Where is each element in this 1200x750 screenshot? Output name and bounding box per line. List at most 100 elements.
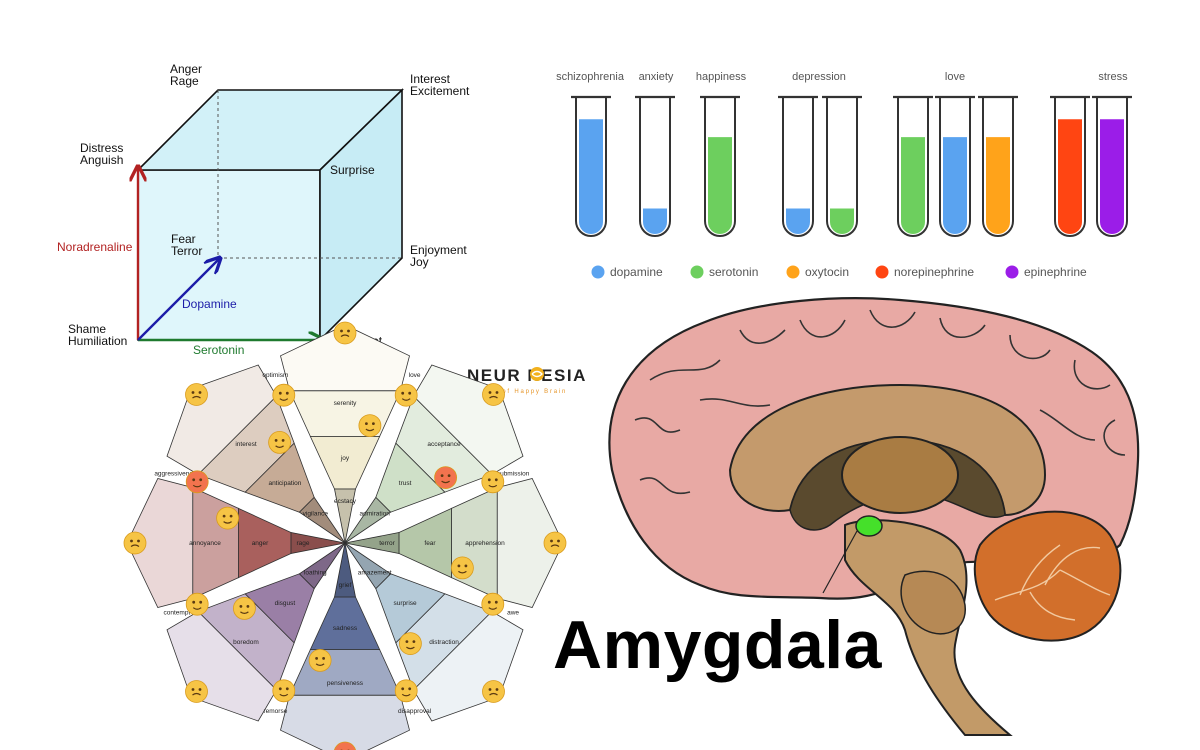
wheel-label: fear bbox=[424, 540, 436, 547]
wheel-core-shade bbox=[334, 543, 356, 597]
test-tube-dopamine bbox=[935, 95, 975, 237]
emoji-face-icon bbox=[450, 556, 474, 580]
wheel-label: vigilance bbox=[303, 510, 329, 517]
test-tube-serotonin bbox=[822, 95, 862, 237]
wheel-label: optimism bbox=[262, 372, 288, 379]
wheel-petal-core bbox=[298, 496, 346, 544]
legend-swatch bbox=[875, 265, 889, 279]
wheel-core-shade bbox=[299, 497, 345, 543]
test-tube-oxytocin bbox=[978, 95, 1018, 237]
wheel-label: annoyance bbox=[189, 540, 221, 547]
wheel-label: aggressiveness bbox=[154, 470, 200, 477]
emoji-face-icon bbox=[185, 470, 209, 494]
dopamine-axis bbox=[137, 259, 219, 341]
tube-outline bbox=[639, 97, 671, 237]
wheel-label: rage bbox=[296, 540, 309, 547]
wheel-core-shade bbox=[299, 543, 345, 589]
wheel-label: amazement bbox=[358, 570, 392, 577]
brain-illustration bbox=[608, 297, 1140, 736]
emoji-face-icon bbox=[394, 383, 418, 407]
tube-fill bbox=[708, 137, 732, 234]
wheel-label: remorse bbox=[263, 708, 287, 715]
thalamus bbox=[841, 436, 959, 514]
wheel-label: ecstacy bbox=[334, 498, 357, 505]
logo-brain-icon bbox=[530, 367, 544, 381]
emoji-face-icon bbox=[481, 470, 505, 494]
tube-fill bbox=[786, 208, 810, 234]
serotonin-label: Serotonin bbox=[193, 343, 244, 357]
cerebellum bbox=[973, 510, 1122, 642]
tube-outline bbox=[1054, 97, 1086, 237]
amygdala-pointer-line bbox=[822, 530, 858, 594]
emoji-face-icon bbox=[308, 649, 332, 672]
wheel-petal-inner bbox=[309, 436, 381, 490]
wheel-petal-middle bbox=[288, 649, 402, 696]
emoji-face-icon bbox=[481, 592, 505, 616]
test-tube-serotonin bbox=[893, 95, 933, 237]
wheel-label: interest bbox=[235, 441, 257, 448]
gyri bbox=[634, 309, 1126, 495]
cube-face-right bbox=[319, 88, 403, 342]
neurotransmitter-tubes-chart: schizophrenia anxiety happiness depression l… bbox=[556, 71, 1132, 237]
tube-outline bbox=[575, 97, 607, 237]
condition-label: love bbox=[945, 71, 965, 83]
condition-label: schizophrenia bbox=[556, 71, 625, 83]
amygdala-label: Amygdala bbox=[553, 607, 882, 683]
legend-swatch bbox=[1005, 265, 1019, 279]
legend-label: oxytocin bbox=[805, 265, 849, 279]
legend-swatch bbox=[786, 265, 800, 279]
wheel-label: serenity bbox=[334, 400, 358, 407]
cerebellum-arbor bbox=[994, 544, 1111, 621]
wheel-label: submission bbox=[497, 470, 530, 477]
corner-label: Surprise bbox=[330, 163, 375, 177]
wheel-core-shade bbox=[291, 532, 345, 554]
wheel-petal-core bbox=[344, 532, 400, 554]
neuronesia-logo: NEUR NESIA Center of Happy Brain bbox=[467, 366, 587, 395]
wheel-label: disgust bbox=[275, 600, 296, 607]
tube-outline bbox=[782, 97, 814, 237]
emoji-face-icon bbox=[394, 679, 418, 703]
wheel-label: joy bbox=[340, 455, 350, 462]
pons bbox=[900, 570, 966, 635]
wheel-petal-core bbox=[334, 542, 356, 598]
condition-label: happiness bbox=[696, 71, 747, 83]
condition-label: depression bbox=[792, 71, 846, 83]
wheel-label: pensiveness bbox=[327, 680, 364, 687]
tube-fill bbox=[986, 137, 1010, 234]
tube-fill bbox=[901, 137, 925, 234]
emoji-face-icon bbox=[185, 680, 208, 703]
wheel-label: grief bbox=[339, 582, 352, 589]
legend-swatch bbox=[591, 265, 605, 279]
tube-fill bbox=[943, 137, 967, 234]
cube-face-front bbox=[137, 169, 321, 341]
logo-text: NEUR NESIA bbox=[467, 366, 587, 385]
condition-label: anxiety bbox=[639, 71, 674, 83]
wheel-label: anticipation bbox=[268, 480, 301, 487]
noradrenaline-label: Noradrenaline bbox=[57, 240, 133, 254]
emoji-face-icon bbox=[434, 466, 458, 490]
wheel-petal-middle bbox=[288, 390, 402, 437]
tube-outline bbox=[982, 97, 1014, 237]
test-tube-dopamine bbox=[635, 95, 675, 237]
emoji-face-icon bbox=[272, 679, 296, 703]
legend-label: dopamine bbox=[610, 265, 663, 279]
wheel-petal-core bbox=[344, 496, 392, 544]
wheel-label: boredom bbox=[233, 639, 259, 646]
condition-label: stress bbox=[1098, 71, 1128, 83]
wheel-label: awe bbox=[507, 610, 519, 617]
test-tube-dopamine bbox=[778, 95, 818, 237]
tube-fill bbox=[1100, 119, 1124, 234]
emoji-face-icon bbox=[333, 321, 357, 345]
legend-label: serotonin bbox=[709, 265, 758, 279]
legend-swatch bbox=[690, 265, 704, 279]
wheel-label: distraction bbox=[429, 639, 459, 646]
wheel-label: surprise bbox=[394, 600, 418, 607]
wheel-core-shade bbox=[345, 532, 399, 554]
